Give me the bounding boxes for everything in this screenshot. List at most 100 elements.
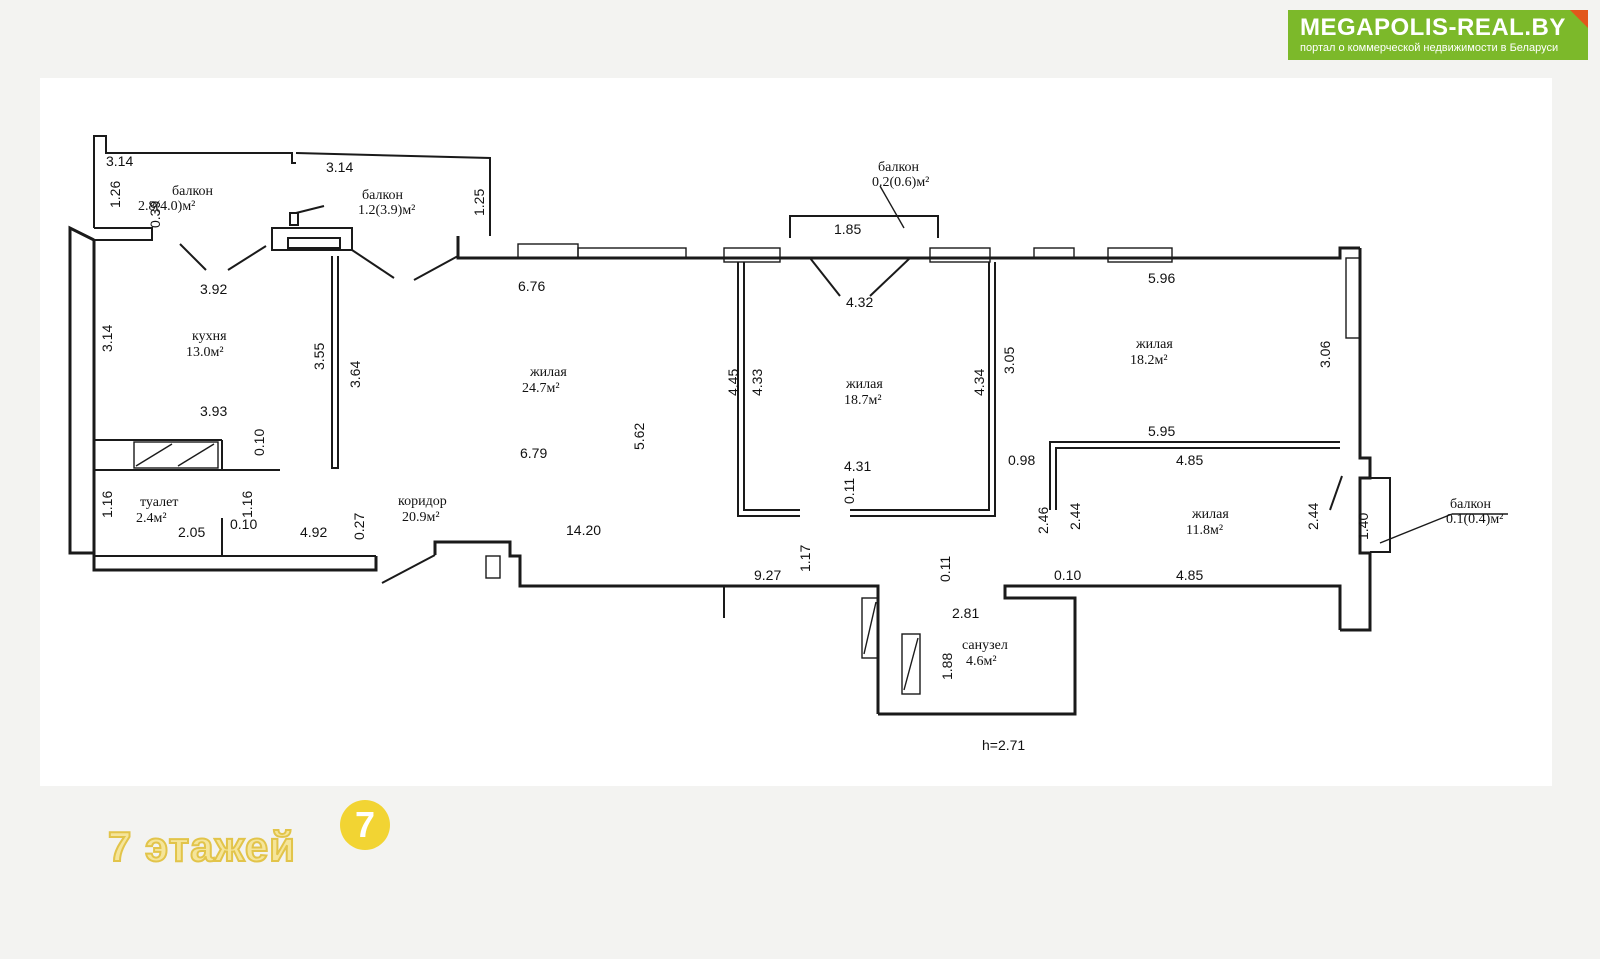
balcony-4-door [1329,475,1343,511]
kitchen-appliance-hatch-a [135,443,173,467]
dim-0-10-a: 0.10 [251,429,267,456]
dim-1-16-b: 1.16 [239,491,255,518]
dim-4-31: 4.31 [844,458,871,474]
wall-living4-top [1049,441,1340,510]
dim-1-25: 1.25 [471,189,487,216]
wall-living4-top-inner [1055,447,1340,510]
window-5 [1033,247,1075,259]
dim-3-14-b: 3.14 [326,159,353,175]
dim-1-17: 1.17 [797,545,813,572]
balcony-3-name: балкон [878,160,920,175]
living-1-area: 24.7м² [522,381,560,396]
dim-3-92: 3.92 [200,281,227,297]
dim-4-34: 4.34 [971,369,987,396]
balcony-4-leader [1379,513,1453,544]
balcony-1-door-a [179,243,207,271]
dim-4-92: 4.92 [300,524,327,540]
balcony-4-outline [1370,477,1391,553]
balcony-3-door-a [809,257,841,297]
dim-2-46: 2.46 [1035,507,1051,534]
brand-logo[interactable]: MEGAPOLIS-REAL.BY портал о коммерческой … [1288,10,1588,60]
dim-14-20: 14.20 [566,522,601,538]
dim-5-62: 5.62 [631,423,647,450]
dim-0-10-b: 0.10 [230,516,257,532]
wall-top-main [456,236,1360,260]
dim-4-33: 4.33 [749,369,765,396]
balcony-1-window [271,227,353,251]
dim-4-85-a: 4.85 [1176,452,1203,468]
kitchen-appliance-hatch-b [177,443,215,467]
window-4 [929,247,991,263]
balcony-1-outline [93,135,296,228]
balcony-2-door-b [413,255,459,281]
dim-1-85: 1.85 [834,221,861,237]
dim-1-16-a: 1.16 [99,491,115,518]
balcony-1-door-b [227,245,267,271]
dim-3-64: 3.64 [347,361,363,388]
kitchen-area: 13.0м² [186,345,224,360]
balcony-3-area: 0.2(0.6)м² [872,175,929,190]
window-2 [577,247,687,259]
living-3-area: 18.2м² [1130,353,1168,368]
brand-corner-icon [1570,10,1588,28]
dim-6-79: 6.79 [520,445,547,461]
floor-badge-digit: 7 [354,804,376,845]
balcony-2-door-a [351,249,395,279]
dim-3-55: 3.55 [311,343,327,370]
living-1-name: жилая [529,365,567,380]
wall-right [1340,248,1372,632]
living-4-name: жилая [1191,507,1229,522]
dim-5-96: 5.96 [1148,270,1175,286]
balcony-2-door-c [295,205,325,214]
dim-3-14-a: 3.14 [106,153,133,169]
kitchen-name: кухня [192,329,227,344]
window-1 [517,243,579,259]
balcony-1-rail [94,227,153,241]
balcony-1-area: 2.8(4.0)м² [138,199,195,214]
floor-plan: балкон 2.8(4.0)м² балкон 1.2(3.9)м² балк… [68,135,1508,753]
wall-living2-left-inner [743,262,800,511]
dim-4-32: 4.32 [846,294,873,310]
brand-tagline: портал о коммерческой недвижимости в Бел… [1300,42,1559,54]
balcony-2-area: 1.2(3.9)м² [358,203,415,218]
dim-9-27: 9.27 [754,567,781,583]
dim-0-11-b: 0.11 [937,556,953,582]
corridor-door [381,554,436,584]
balcony-3-leader [879,185,905,229]
dim-2-81: 2.81 [952,605,979,621]
dim-3-05: 3.05 [1001,347,1017,374]
dim-1-26: 1.26 [107,181,123,208]
dim-0-39: 0.39 [147,201,163,228]
living-4-area: 11.8м² [1186,523,1223,538]
balcony-1-name: балкон [172,184,214,199]
window-7 [1345,257,1361,339]
balcony-4-area: 0.1(0.4)м² [1446,512,1503,527]
bathroom-area: 4.6м² [966,654,997,669]
toilet-name: туалет [140,495,178,510]
bathroom-fixture-2 [901,633,921,695]
living-2-area: 18.7м² [844,393,882,408]
floor-badge-icon: 7 [340,800,390,850]
dim-0-27: 0.27 [351,513,367,540]
bathroom-fixture-2-hatch [903,637,919,691]
bathroom-fixture-1-hatch [863,601,877,655]
dim-3-93: 3.93 [200,403,227,419]
kitchen-appliance [133,441,219,469]
dim-5-95: 5.95 [1148,423,1175,439]
dim-0-98: 0.98 [1008,452,1035,468]
dim-2-44-a: 2.44 [1067,503,1083,530]
wall-living2-left [737,262,800,517]
dim-4-45: 4.45 [725,369,741,396]
living-3-name: жилая [1135,337,1173,352]
dim-2-44-b: 2.44 [1305,503,1321,530]
floors-caption: 7 этажей [107,822,296,871]
dim-0-10-c: 0.10 [1054,567,1081,583]
dim-2-05: 2.05 [178,524,205,540]
brand-name: MEGAPOLIS-REAL.BY [1300,14,1566,41]
bathroom-name: санузел [962,638,1008,653]
corridor-niche [485,555,501,579]
floor-plan-sheet: балкон 2.8(4.0)м² балкон 1.2(3.9)м² балк… [40,78,1552,786]
balcony-2-pillar [289,212,299,226]
living-2-name: жилая [845,377,883,392]
wall-living2-right-inner [850,262,990,511]
